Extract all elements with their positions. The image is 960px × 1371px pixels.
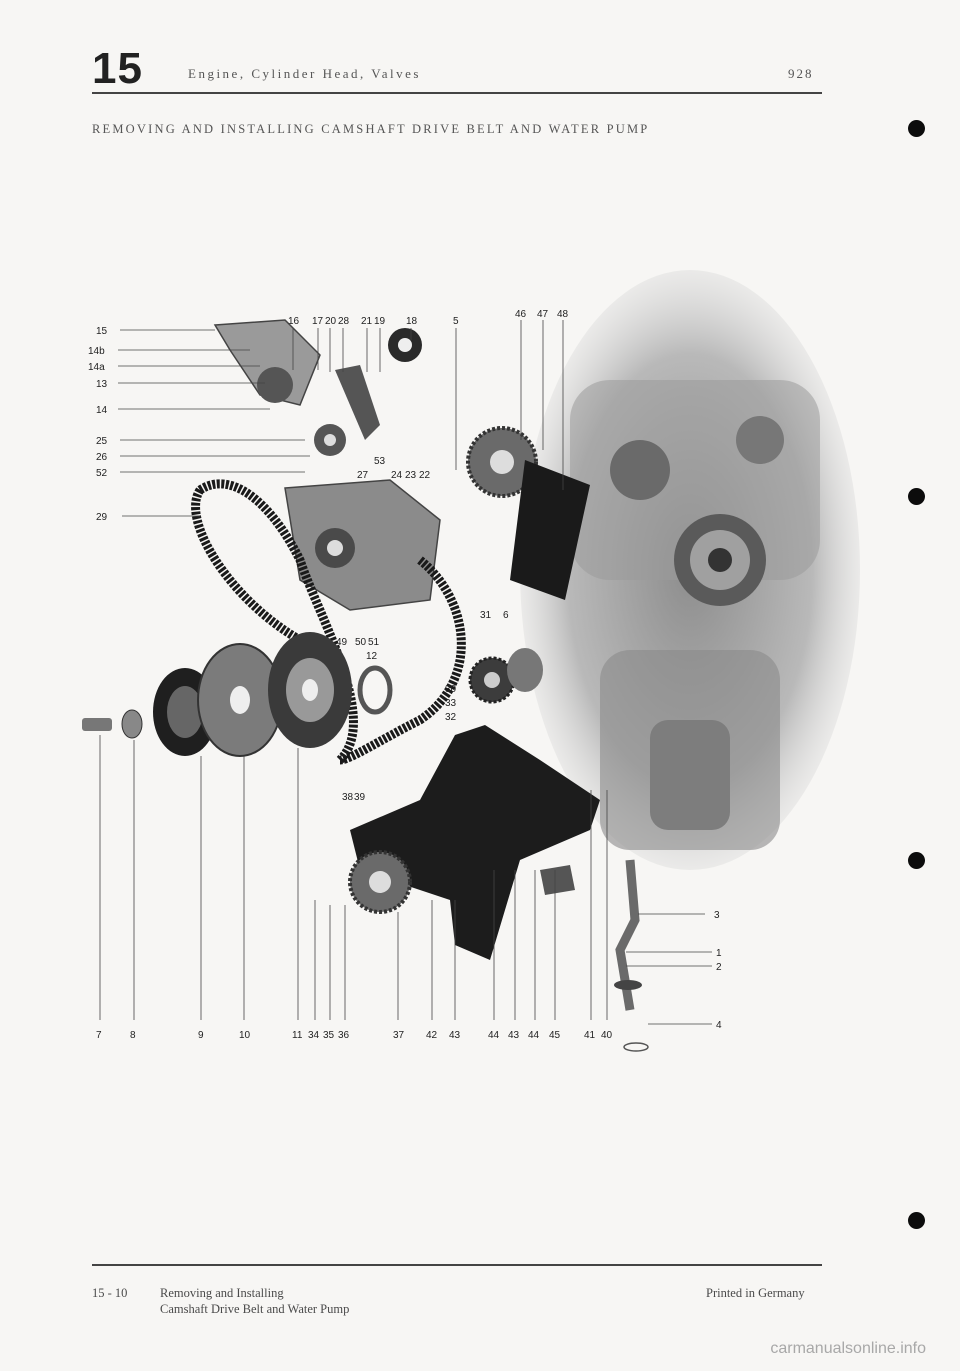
callout-label: 33 bbox=[445, 698, 457, 709]
callout-label: 19 bbox=[374, 316, 386, 327]
printed-note: Printed in Germany bbox=[706, 1286, 805, 1300]
water-pump-illustration bbox=[284, 479, 441, 611]
footer-rule bbox=[92, 1264, 822, 1266]
callout-label: 53 bbox=[374, 456, 386, 467]
callout-label: 31 bbox=[480, 610, 492, 621]
callout-label: 26 bbox=[96, 452, 108, 463]
callout-label: 4 bbox=[716, 1020, 722, 1031]
model-number: 928 bbox=[788, 66, 814, 81]
callout-label: 39 bbox=[354, 792, 366, 803]
callout-label: 14a bbox=[88, 362, 105, 373]
callout-label: 40 bbox=[601, 1030, 613, 1041]
callout-label: 51 bbox=[368, 637, 380, 648]
callout-label: 11 bbox=[292, 1030, 303, 1041]
watermark: carmanualsonline.info bbox=[770, 1340, 926, 1357]
page-title: REMOVING AND INSTALLING CAMSHAFT DRIVE B… bbox=[92, 122, 650, 136]
margin-dot bbox=[908, 120, 925, 137]
callout-label: 27 bbox=[357, 470, 369, 481]
callout-label: 5 bbox=[453, 316, 459, 327]
callout-label: 35 bbox=[323, 1030, 335, 1041]
callout-label: 20 bbox=[325, 316, 337, 327]
callout-label: 50 bbox=[355, 637, 367, 648]
callout-label: 48 bbox=[557, 309, 569, 320]
engine-block-illustration bbox=[520, 270, 860, 870]
callout-label: 49 bbox=[336, 637, 348, 648]
callout-label: 46 bbox=[515, 309, 527, 320]
intermediate-sprocket bbox=[468, 648, 543, 704]
callout-labels: 15 14b 14a 13 14 25 26 52 29 16 17 20 28… bbox=[88, 309, 722, 1041]
callout-label: 37 bbox=[393, 1030, 405, 1041]
callout-label: 13 bbox=[96, 379, 108, 390]
drive-belt bbox=[191, 479, 466, 765]
callout-label: 25 bbox=[96, 436, 108, 447]
callout-label: 10 bbox=[239, 1030, 251, 1041]
header-rule bbox=[92, 92, 822, 94]
callout-label: 41 bbox=[584, 1030, 596, 1041]
callout-label: 18 bbox=[406, 316, 418, 327]
water-pipe bbox=[614, 859, 649, 1052]
callout-label: 14 bbox=[96, 405, 108, 416]
callout-label: 45 bbox=[549, 1030, 561, 1041]
callout-label: 22 bbox=[419, 470, 431, 481]
callout-label: 38 bbox=[342, 792, 354, 803]
callout-label: 44 bbox=[528, 1030, 540, 1041]
leader-lines bbox=[99, 320, 712, 1025]
callout-label: 52 bbox=[96, 468, 108, 479]
callout-label: 15 bbox=[96, 326, 108, 337]
callout-label: 21 bbox=[361, 316, 373, 327]
margin-dot bbox=[908, 488, 925, 505]
lower-belt-cover bbox=[348, 725, 600, 960]
page-number: 15 - 10 bbox=[92, 1286, 128, 1300]
callout-label: 30 bbox=[445, 684, 457, 695]
callout-label: 16 bbox=[288, 316, 300, 327]
callout-label: 47 bbox=[537, 309, 549, 320]
footer-title-line2: Camshaft Drive Belt and Water Pump bbox=[160, 1302, 350, 1316]
callout-label: 14b bbox=[88, 346, 105, 357]
callout-label: 12 bbox=[366, 651, 378, 662]
callout-label: 43 bbox=[508, 1030, 520, 1041]
tensioner-assembly bbox=[213, 319, 422, 456]
margin-dot bbox=[908, 852, 925, 869]
crankshaft-pulleys bbox=[82, 632, 393, 757]
callout-label: 9 bbox=[198, 1030, 204, 1041]
section-title: Engine, Cylinder Head, Valves bbox=[188, 66, 421, 81]
callout-label: 34 bbox=[308, 1030, 320, 1041]
callout-label: 7 bbox=[96, 1030, 102, 1041]
callout-label: 2 bbox=[716, 962, 722, 973]
callout-label: 32 bbox=[445, 712, 457, 723]
callout-label: 17 bbox=[312, 316, 324, 327]
callout-label: 6 bbox=[503, 610, 509, 621]
callout-label: 42 bbox=[426, 1030, 438, 1041]
callout-label: 43 bbox=[449, 1030, 461, 1041]
callout-label: 29 bbox=[96, 512, 108, 523]
camshaft-sprocket bbox=[466, 426, 590, 600]
footer-title-line1: Removing and Installing bbox=[160, 1286, 284, 1300]
callout-label: 1 bbox=[716, 948, 722, 959]
callout-label: 24 bbox=[391, 470, 403, 481]
margin-dot bbox=[908, 1212, 925, 1229]
callout-label: 3 bbox=[714, 910, 720, 921]
callout-label: 28 bbox=[338, 316, 350, 327]
callout-label: 36 bbox=[338, 1030, 350, 1041]
chapter-number: 15 bbox=[92, 44, 143, 93]
callout-label: 8 bbox=[130, 1030, 136, 1041]
callout-label: 44 bbox=[488, 1030, 500, 1041]
callout-label: 23 bbox=[405, 470, 417, 481]
